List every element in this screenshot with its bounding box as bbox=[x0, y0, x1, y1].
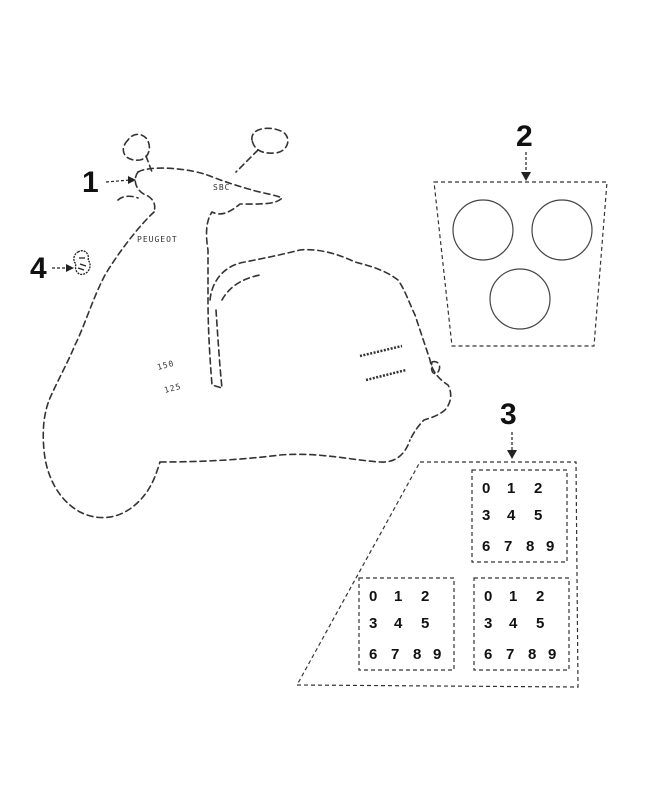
sheet-digit: 2 bbox=[534, 480, 542, 497]
gauge-panel-decal bbox=[433, 181, 608, 347]
left-mirror bbox=[122, 133, 151, 161]
callout-4: 4 bbox=[30, 252, 74, 285]
sheet-digit: 2 bbox=[536, 588, 544, 605]
sheet-digit: 5 bbox=[536, 615, 544, 632]
sheet-digit: 0 bbox=[482, 480, 490, 497]
sheet-digit: 6 bbox=[482, 538, 490, 555]
right-mirror bbox=[251, 127, 289, 154]
front-shield bbox=[42, 211, 161, 519]
sheet-digit: 1 bbox=[507, 480, 515, 497]
sheet-digit: 6 bbox=[369, 646, 377, 663]
front-shield-inner bbox=[117, 195, 139, 201]
sheet-digit: 7 bbox=[504, 538, 512, 555]
sheet-digit: 0 bbox=[484, 588, 492, 605]
sheet-digit: 7 bbox=[506, 646, 514, 663]
callout-label-2: 2 bbox=[516, 120, 533, 153]
handlebar-left-grip bbox=[134, 171, 156, 213]
handlebar-decal-text: SBC bbox=[213, 183, 230, 192]
number-sheet-bottom-right bbox=[473, 577, 570, 671]
scooter-outline bbox=[42, 127, 452, 519]
callout-3: 3 bbox=[500, 398, 517, 459]
sheet-digit: 9 bbox=[546, 538, 554, 555]
sheet-digit: 1 bbox=[394, 588, 402, 605]
gauge-circle-right bbox=[531, 199, 593, 261]
handlebar bbox=[137, 167, 283, 389]
sheet-digit: 3 bbox=[484, 615, 492, 632]
badge-bottom-text: 125 bbox=[163, 382, 182, 395]
rear-body-inner bbox=[221, 274, 261, 301]
gauge-panel-outline bbox=[433, 181, 608, 347]
number-sheet-bottom-left bbox=[358, 577, 455, 671]
lion-logo-icon bbox=[73, 250, 91, 276]
sheet-digit: 6 bbox=[484, 646, 492, 663]
sheet-digit: 4 bbox=[394, 615, 403, 632]
scooter-decals: PEUGEOT SBC 150 125 bbox=[73, 183, 407, 395]
sheet-digit: 2 bbox=[421, 588, 429, 605]
number-sheet-top bbox=[471, 469, 568, 563]
sheet-digit: 0 bbox=[369, 588, 377, 605]
sheet-digit: 9 bbox=[548, 646, 556, 663]
side-stripe-decal-lower bbox=[365, 368, 407, 382]
right-mirror-stem bbox=[235, 149, 259, 173]
sheet-digit: 8 bbox=[526, 538, 534, 555]
sheet-digit: 5 bbox=[421, 615, 429, 632]
sheet-digit: 9 bbox=[433, 646, 441, 663]
callout-label-4: 4 bbox=[30, 252, 47, 285]
callout-label-1: 1 bbox=[82, 166, 99, 199]
side-stripe-decal-upper bbox=[359, 344, 403, 358]
callout-1: 1 bbox=[82, 166, 136, 199]
callout-label-3: 3 bbox=[500, 398, 517, 431]
callout-2: 2 bbox=[516, 120, 533, 181]
gauge-circle-bottom bbox=[489, 268, 551, 330]
badge-top-text: 150 bbox=[156, 359, 175, 372]
brand-decal-text: PEUGEOT bbox=[137, 235, 178, 244]
sheet-digit: 4 bbox=[507, 507, 516, 524]
tail-light bbox=[430, 360, 441, 375]
gauge-circle-left bbox=[452, 199, 514, 261]
sheet-digit: 3 bbox=[369, 615, 377, 632]
floorboard bbox=[159, 439, 411, 463]
sheet-digit: 5 bbox=[534, 507, 542, 524]
sheet-digit: 8 bbox=[528, 646, 536, 663]
sheet-digit: 1 bbox=[509, 588, 517, 605]
sheet-digit: 3 bbox=[482, 507, 490, 524]
number-sheet-panel-outline bbox=[295, 461, 579, 688]
sheet-digit: 7 bbox=[391, 646, 399, 663]
sheet-digit: 4 bbox=[509, 615, 518, 632]
rear-body bbox=[209, 248, 452, 441]
sheet-digit: 8 bbox=[413, 646, 421, 663]
